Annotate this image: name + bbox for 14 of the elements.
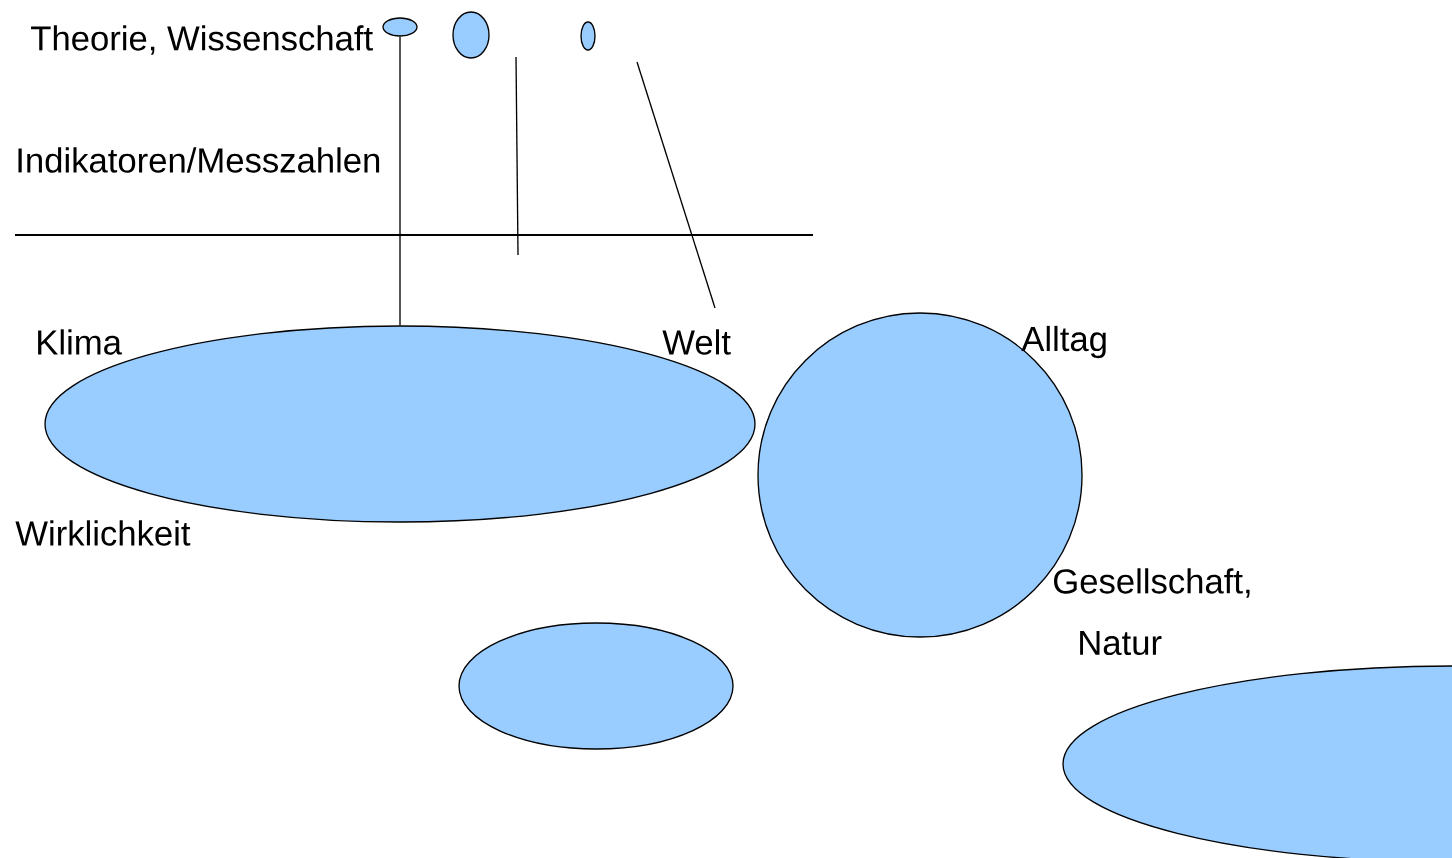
label-text: Theorie, Wissenschaft: [31, 25, 373, 55]
label-text: Klima: [38, 329, 122, 355]
label-text: Wirklichkeit: [15, 520, 191, 546]
label-text: Welt: [662, 329, 731, 355]
ellipse: [452, 11, 490, 59]
label-text: Gesellschaft,: [1054, 568, 1250, 598]
label-text: Indikatoren/Messzahlen: [18, 147, 380, 173]
label-text: Natur: [1080, 630, 1162, 656]
ellipse: [580, 21, 596, 51]
label-text: Alltag: [1021, 325, 1106, 359]
ellipse: [382, 17, 418, 37]
ellipse: [1062, 665, 1452, 858]
line: [399, 36, 401, 326]
ellipse: [458, 622, 734, 750]
